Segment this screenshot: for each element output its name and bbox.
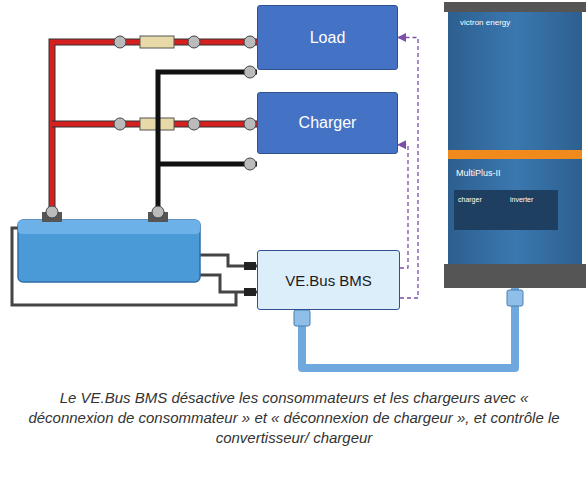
control-signal: [398, 38, 418, 299]
positive-wire-outline: [52, 42, 257, 218]
connector: [244, 262, 256, 270]
fuse: [114, 118, 256, 130]
control-signal: [398, 145, 408, 268]
device-label: charger: [458, 196, 482, 203]
load-box: Load: [257, 5, 398, 70]
fuse: [114, 36, 256, 48]
positive-wire: [52, 42, 257, 218]
rj45-plug: [507, 290, 523, 306]
caption: Le VE.Bus BMS désactive les consommateur…: [24, 388, 564, 448]
node-label: Charger: [299, 114, 357, 132]
negative-wire: [158, 72, 257, 218]
bms-cable: [12, 228, 18, 250]
inverter-charger-device: victron energyMultiPlus-II charger inverte…: [448, 2, 582, 288]
node-label: VE.Bus BMS: [285, 272, 372, 289]
device-label: victron energy: [460, 18, 510, 27]
device-label: inverter: [510, 196, 533, 203]
terminal: [244, 158, 256, 170]
device-cap: [444, 2, 586, 12]
rj45-plug: [294, 310, 310, 326]
bms-box: VE.Bus BMS: [257, 250, 400, 310]
battery: [18, 206, 200, 282]
device-label: MultiPlus-II: [456, 168, 501, 178]
device-foot: [444, 264, 586, 288]
node-label: Load: [310, 29, 346, 47]
orange-strip: [448, 150, 582, 159]
charger-box: Charger: [257, 92, 398, 154]
negative-wire: [158, 162, 257, 167]
connector: [244, 288, 256, 296]
terminal: [244, 66, 256, 78]
